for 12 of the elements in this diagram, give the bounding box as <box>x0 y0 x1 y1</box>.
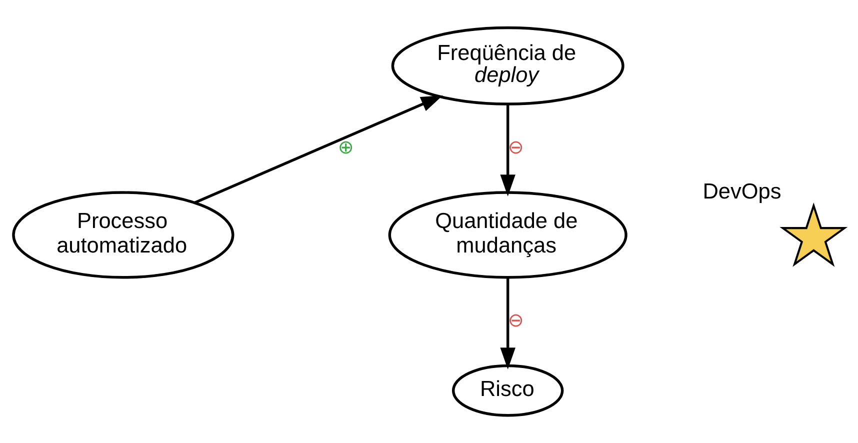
edge-label: ⊕ <box>338 136 354 159</box>
node-label: DevOps <box>702 178 782 204</box>
node-ellipse: Quantidade de mudanças <box>388 191 628 279</box>
node-star <box>780 202 848 267</box>
node-ellipse: Risco <box>452 364 564 417</box>
edge-label: ⊖ <box>508 136 524 159</box>
node-ellipse: Freqüência de deploy <box>391 26 624 106</box>
arrow <box>500 277 516 370</box>
arrow <box>500 104 516 196</box>
edge-label: ⊖ <box>508 309 524 332</box>
node-ellipse: Processo automatizado <box>12 191 234 279</box>
arrow <box>194 95 443 204</box>
